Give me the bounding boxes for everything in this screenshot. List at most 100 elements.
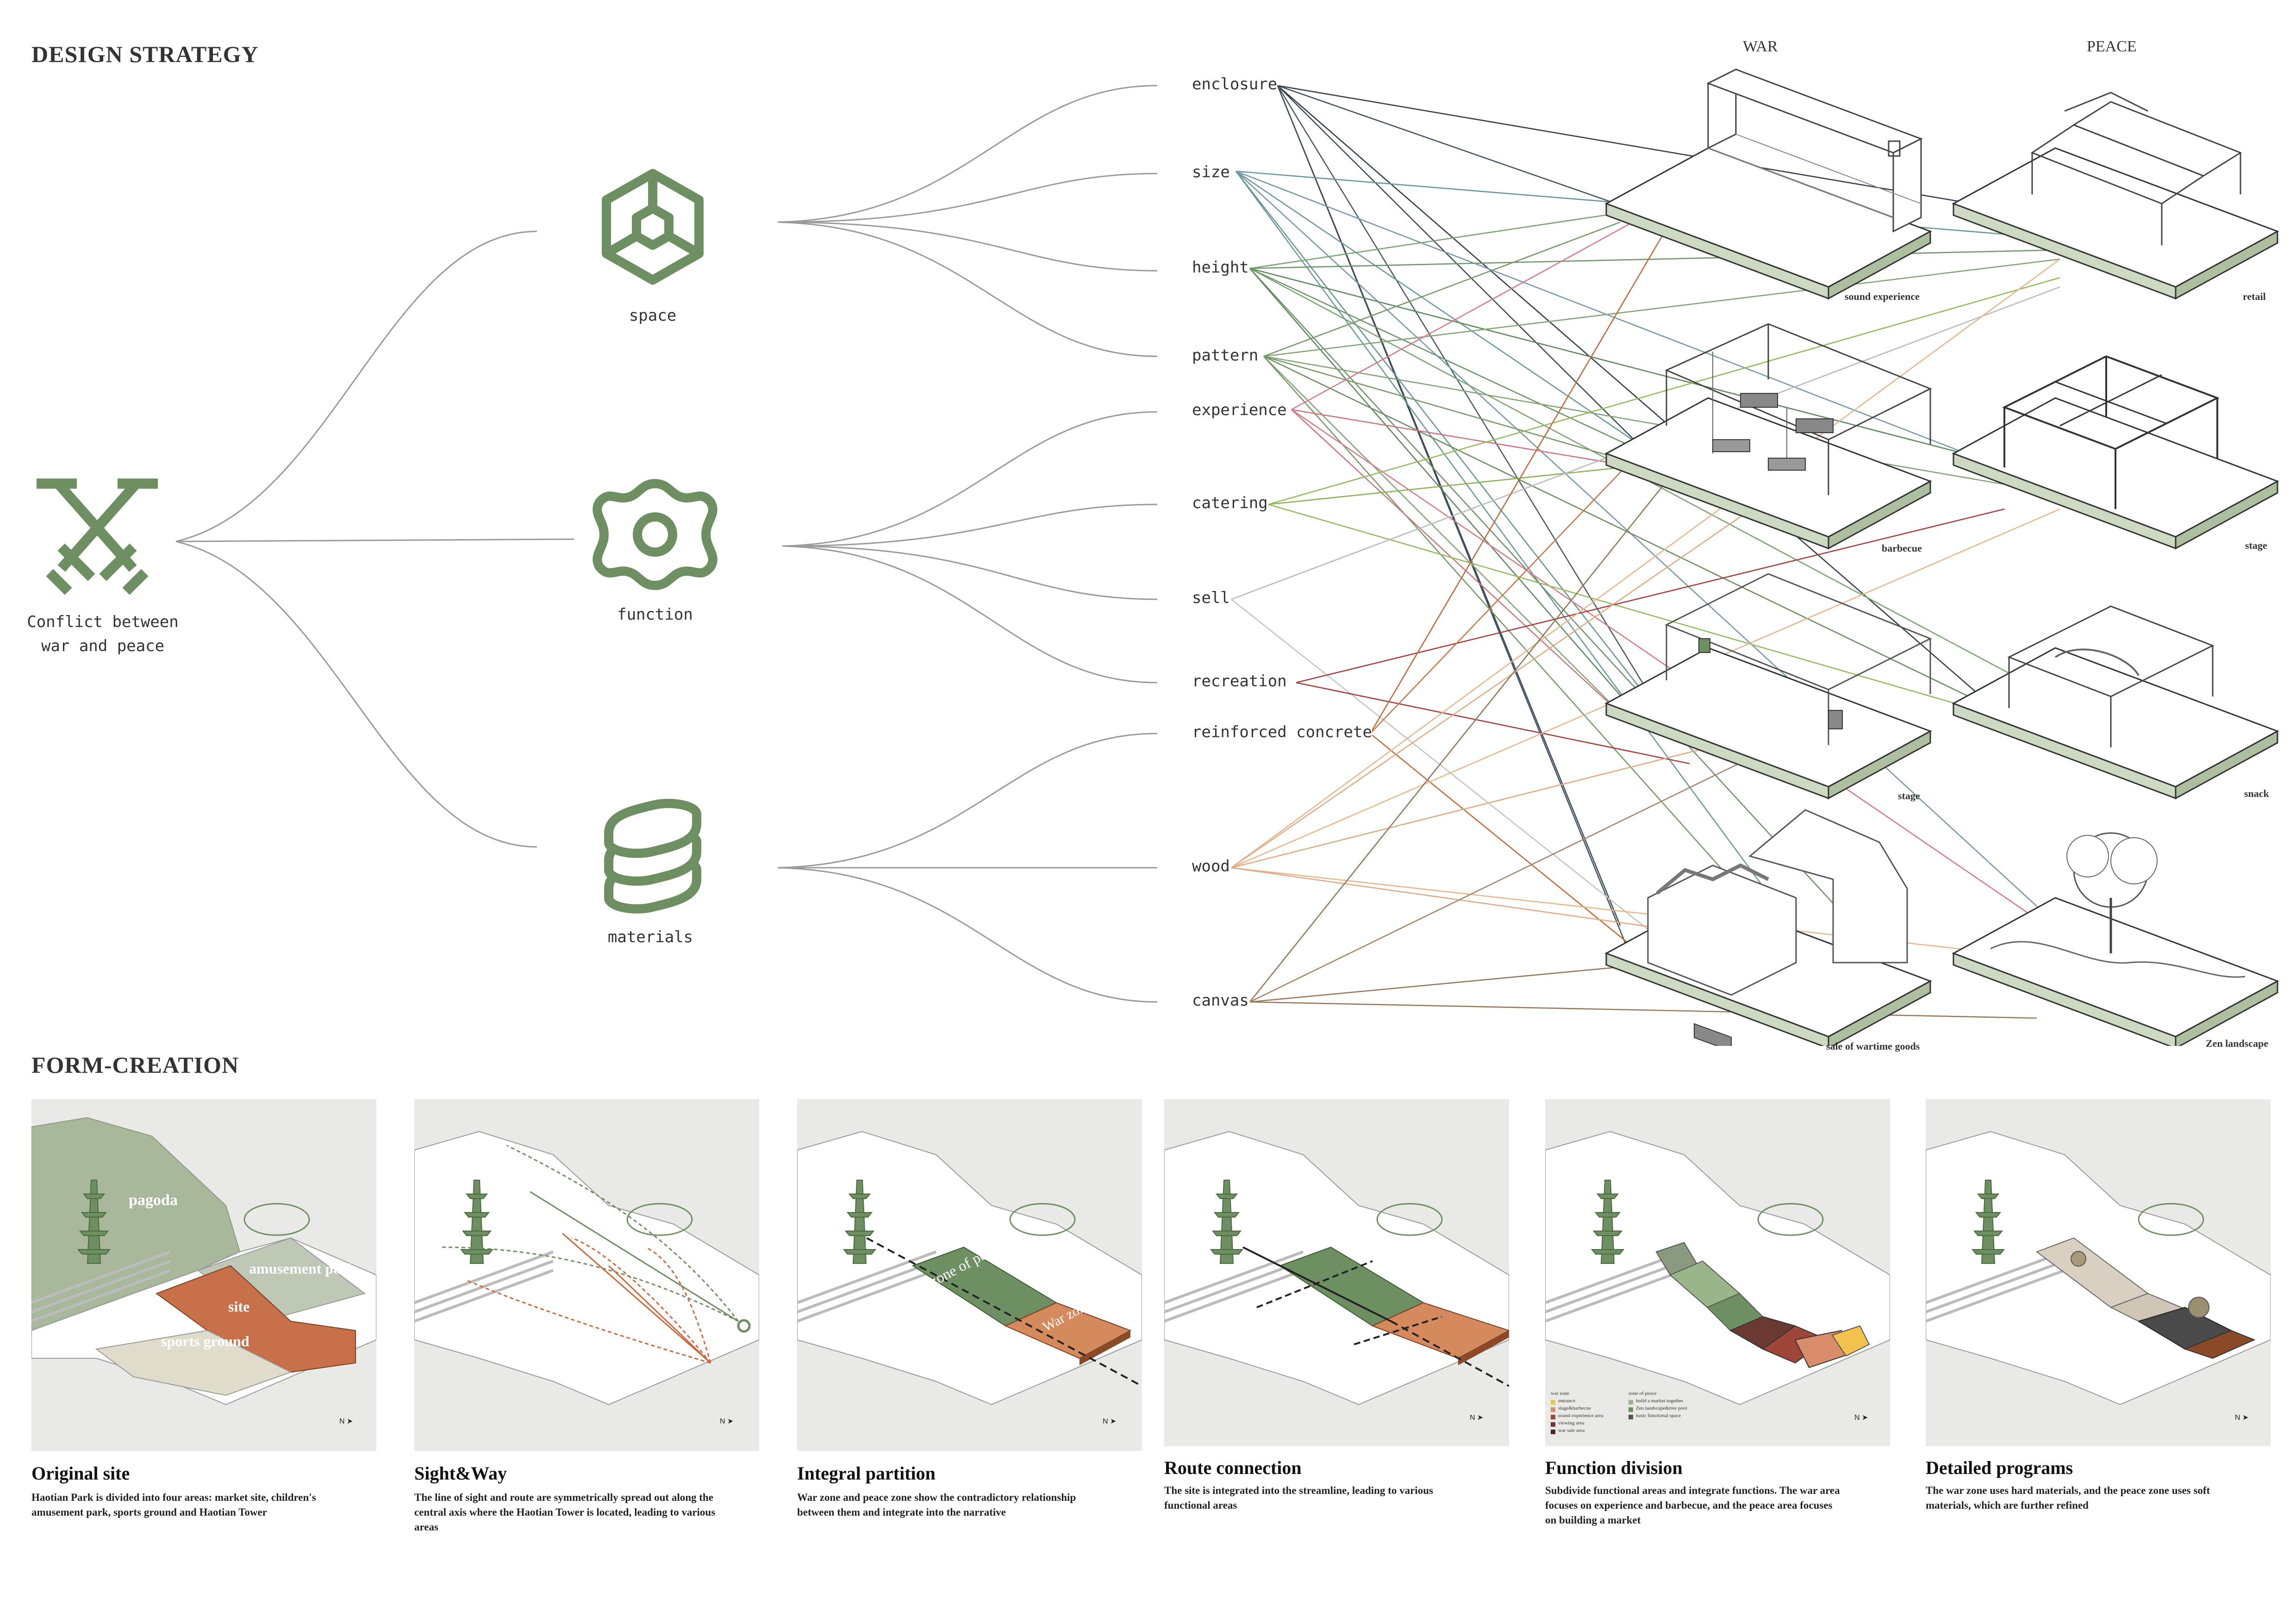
root-label-line2: war and peace [41,637,165,655]
pagoda-icon [842,1180,877,1264]
integral-partition-diagram [797,1099,1142,1451]
gear-icon [593,479,718,591]
war-program-stage: stage [1898,790,1920,802]
caption-desc-3-line2: between them and integrate into the narr… [797,1506,1006,1518]
peace-model-snack [1952,605,2279,800]
north-label-3: N [1103,1418,1108,1425]
hexagon-cube-icon [602,169,704,285]
category-label-materials: materials [607,928,693,946]
caption-desc-5-line2: focuses on experience and barbecue, and … [1545,1499,1833,1511]
legend-peace-item-2: Zen landscape&tree pool [1636,1405,1687,1411]
legend-war-item-1: entrance [1558,1398,1576,1404]
war-model-sound-experience [1604,68,1932,300]
caption-desc-3: War zone and peace zone show the contrad… [797,1490,1149,1520]
north-arrow-2: N ➤ [720,1418,734,1425]
war-model-stage [1604,573,1932,800]
peace-program-stage: stage [2245,540,2267,551]
caption-desc-4-line2: functional areas [1164,1499,1237,1511]
attribute-recreation: recreation [1192,672,1287,690]
caption-desc-1: Haotian Park is divided into four areas:… [31,1490,383,1520]
north-arrow-4: N ➤ [1470,1414,1484,1422]
legend-peace-item-1: build a market together [1636,1398,1684,1404]
peace-program-retail: retail [2243,291,2266,302]
attribute-wood: wood [1192,857,1230,876]
caption-title-4: Route connection [1164,1457,1302,1478]
attribute-reinforced-concrete: reinforced concrete [1192,723,1372,741]
detailed-programs-diagram [1926,1099,2271,1446]
war-program-sale: sale of wartime goods [1826,1040,1920,1052]
peace-program-zen: Zen landscape [2206,1038,2269,1049]
label-pagoda: pagoda [129,1192,178,1209]
category-label-space: space [629,306,677,325]
legend-war-item-5: war sale area [1558,1428,1585,1433]
caption-desc-6-line2: materials, which are further refined [1926,1499,2089,1511]
caption-desc-1-line1: Haotian Park is divided into four areas:… [31,1492,316,1503]
caption-title-1: Original site [31,1463,130,1484]
layers-icon [604,799,701,914]
north-label-1: N [339,1418,345,1425]
label-site: site [228,1298,250,1315]
north-label-4: N [1470,1414,1475,1422]
attribute-size: size [1192,163,1230,181]
peace-models [1952,92,2279,1046]
legend-war-item-4: viewing area [1558,1420,1585,1426]
caption-desc-5: Subdivide functional areas and integrate… [1545,1483,1897,1528]
panel-route-connection: N ➤ [1164,1099,1509,1446]
war-model-barbecue [1604,323,1932,1046]
legend-war-item-2: stage&barbecue [1558,1405,1591,1411]
peace-model-stage [1952,355,2279,550]
pagoda-icon [1971,1180,2005,1264]
caption-desc-6: The war zone uses hard materials, and th… [1926,1483,2277,1513]
north-arrow-1: N ➤ [339,1418,353,1425]
label-amusement-park: amusement park [249,1260,356,1277]
caption-desc-3-line1: War zone and peace zone show the contrad… [797,1492,1076,1503]
category-label-function: function [617,605,693,624]
legend-war: war zone entrance stage&barbecue sound e… [1551,1390,1603,1434]
peace-model-zen-landscape [1952,832,2279,1046]
pagoda-icon [1210,1180,1244,1264]
caption-desc-5-line1: Subdivide functional areas and integrate… [1545,1485,1840,1496]
peace-program-snack: snack [2244,788,2269,799]
form-creation-title: FORM-CREATION [31,1052,239,1078]
peace-model-retail [1952,92,2279,300]
pagoda-icon [77,1180,111,1264]
war-program-sound-experience: sound experience [1845,291,1920,302]
strategy-diagram [37,68,2279,1046]
legend-swatches [1551,1400,1633,1434]
sight-way-diagram [414,1099,759,1451]
connection-lines [1231,85,2084,1019]
north-arrow-6: N ➤ [2235,1414,2249,1422]
function-division-diagram [1545,1099,1890,1446]
panel-detailed-programs: N ➤ [1926,1099,2271,1446]
war-header: WAR [1743,38,1778,55]
caption-desc-2-line3: areas [414,1521,438,1533]
attribute-height: height [1192,258,1249,277]
caption-title-2: Sight&Way [414,1463,507,1484]
caption-desc-5-line3: on building a market [1545,1514,1641,1526]
panel-function-division: war zone entrance stage&barbecue sound e… [1545,1099,1890,1446]
legend-war-item-3: sound experience area [1558,1413,1603,1418]
north-label-6: N [2235,1414,2240,1422]
caption-desc-2: The line of sight and route are symmetri… [414,1490,766,1535]
north-arrow-3: N ➤ [1103,1418,1117,1425]
legend-peace-item-3: basic functional space [1636,1413,1681,1418]
caption-title-5: Function division [1545,1457,1683,1478]
attribute-catering: catering [1192,494,1268,512]
caption-title-3: Integral partition [797,1463,936,1484]
route-connection-diagram [1164,1099,1509,1446]
attribute-sell: sell [1192,589,1230,607]
attribute-canvas: canvas [1192,991,1249,1010]
north-arrow-5: N ➤ [1854,1414,1868,1422]
caption-desc-4: The site is integrated into the streamli… [1164,1483,1516,1513]
attribute-enclosure: enclosure [1192,75,1278,93]
legend-war-title: war zone [1551,1391,1570,1396]
panel-original-site: pagoda amusement park site sports ground… [31,1099,376,1451]
north-label-5: N [1854,1414,1860,1422]
caption-title-6: Detailed programs [1926,1457,2073,1478]
caption-desc-2-line1: The line of sight and route are symmetri… [414,1492,713,1503]
crossed-swords-icon [37,479,158,595]
panel-integral-partition: zone of peace War zone N ➤ [797,1099,1142,1451]
attribute-pattern: pattern [1192,346,1259,365]
war-model-sale-of-wartime-goods [1604,809,1932,1046]
